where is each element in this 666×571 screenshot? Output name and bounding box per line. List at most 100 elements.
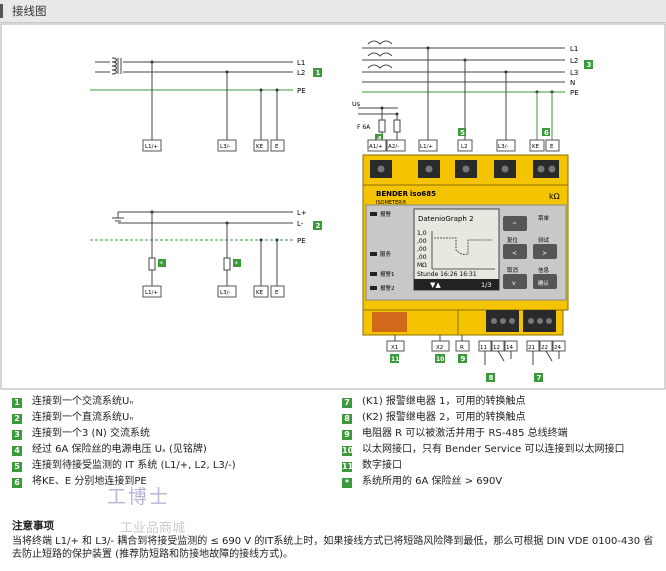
svg-text:*: *	[160, 260, 164, 268]
tp-line-l1: L1	[570, 45, 578, 53]
svg-text:1: 1	[316, 69, 321, 77]
dc-system: L+ L- PE 2 * * L1/+ L3/- KE E	[90, 209, 322, 298]
side-label-alarm2: 报警2	[380, 284, 395, 292]
diagram-frame	[0, 23, 666, 390]
dc-line-lminus: L-	[297, 220, 304, 228]
svg-text:>: >	[542, 250, 547, 257]
svg-text:8: 8	[489, 374, 494, 382]
device-unit: kΩ	[549, 192, 560, 201]
fuse-star-marker	[158, 259, 166, 267]
ac-line-l1: L1	[297, 59, 305, 67]
ac-term-l3: L3/-	[220, 144, 230, 150]
tp-line-l3: L3	[570, 69, 578, 77]
svg-text:22: 22	[541, 345, 548, 351]
tp-line-n: N	[570, 79, 575, 87]
svg-text:确认: 确认	[538, 279, 550, 287]
lcd-time-axis: Stunde 16:26 16:31	[417, 271, 477, 278]
svg-text:10: 10	[436, 356, 444, 363]
section-header: 接线图	[0, 0, 666, 23]
dc-line-lplus: L+	[297, 209, 307, 217]
svg-text:21: 21	[528, 345, 535, 351]
svg-text:^: ^	[512, 222, 517, 229]
marker-9	[458, 354, 467, 363]
legend-item: 8(K2) 报警继电器 2，可用的转换触点	[342, 412, 525, 424]
svg-text:7: 7	[537, 374, 542, 382]
tp-line-l2: L2	[570, 57, 578, 65]
btn-label-cancel: 取消	[507, 266, 519, 274]
iso685-device: BENDER iso685 ISOMETER® kΩ 报警 服务 报警1 报警2…	[362, 154, 569, 382]
marker-2	[313, 221, 322, 230]
device-model: iso685	[410, 190, 436, 198]
test-button[interactable]	[533, 244, 557, 259]
svg-text:12: 12	[493, 345, 500, 351]
marker-3	[584, 60, 593, 69]
ac-term-e: E	[275, 144, 279, 150]
wiring-diagram: L1 L2 PE 1 L1/+ L3/- KE E L+ L- PE 2 *	[0, 23, 666, 390]
dc-term-l1: L1/+	[145, 290, 158, 296]
device-brand: BENDER	[376, 190, 409, 198]
note-section: 注意事项 当将终端 L1/+ 和 L3/- 耦合到将接受监测的 ≤ 690 V …	[12, 520, 660, 561]
device-series: ISOMETER®	[376, 199, 407, 206]
ac-term-ke: KE	[256, 144, 264, 150]
ac-system: L1 L2 PE 1 L1/+ L3/- KE E	[90, 57, 322, 152]
dev-term-l3: L3/-	[498, 144, 508, 150]
marker-8	[486, 373, 495, 382]
three-phase-system: L1 L2 L3 N PE 3 Us F 6A 4 5 6 A1/+ A2/- …	[352, 40, 593, 152]
cancel-button[interactable]	[503, 274, 527, 289]
lcd-page: 1/3	[481, 281, 491, 289]
btn-label-test: 测试	[538, 236, 550, 244]
svg-text:<: <	[512, 250, 517, 257]
ac-term-l1: L1/+	[145, 144, 158, 150]
dc-term-e: E	[275, 290, 279, 296]
side-label-alarm1: 报警1	[380, 270, 395, 278]
legend-item: *系统所用的 6A 保险丝 > 690V	[342, 476, 502, 488]
marker-1	[313, 68, 322, 77]
note-title: 注意事项	[12, 520, 54, 532]
marker-4	[375, 134, 383, 142]
lcd-title: DatenioGraph 2	[418, 215, 474, 223]
ac-line-l2: L2	[297, 69, 305, 77]
tp-line-pe: PE	[570, 89, 579, 97]
svg-text:*: *	[235, 260, 239, 268]
btn-label-menu: 菜单	[538, 214, 550, 222]
ac-line-pe: PE	[297, 87, 306, 95]
watermark-subtitle: 工业品商城	[120, 521, 186, 536]
marker-7	[534, 373, 543, 382]
marker-6	[542, 128, 550, 136]
info-button[interactable]	[533, 274, 557, 289]
lcd-axis-1: ,00	[417, 238, 427, 245]
marker-10	[435, 354, 445, 363]
side-label-service: 服务	[380, 250, 392, 258]
svg-text:11: 11	[391, 356, 399, 363]
menu-button[interactable]	[503, 216, 527, 231]
svg-text:3: 3	[587, 61, 592, 69]
lcd-axis-4: MΩ	[417, 262, 427, 269]
lcd-axis-3: ,00	[417, 254, 427, 261]
dev-term-a1: A1/+	[369, 144, 383, 150]
reset-button[interactable]	[503, 244, 527, 259]
dev-term-l1: L1/+	[420, 144, 433, 150]
dev-term-l2: L2	[461, 144, 468, 150]
lcd-axis-0: 1,0	[417, 230, 427, 237]
svg-text:5: 5	[460, 129, 465, 137]
btn-label-info: 信息	[538, 266, 550, 274]
header-marker	[0, 4, 3, 18]
svg-text:2: 2	[316, 222, 321, 230]
watermark-logo-text: 工博士	[107, 486, 171, 508]
dev-term-e: E	[550, 144, 554, 150]
legend-item: 7(K1) 报警继电器 1，可用的转换触点	[342, 396, 525, 408]
svg-text:24: 24	[554, 345, 561, 351]
dc-term-l3: L3/-	[220, 290, 230, 296]
svg-text:14: 14	[506, 345, 513, 351]
note-body: 当将终端 L1/+ 和 L3/- 耦合到将接受监测的 ≤ 690 V 的IT系统…	[12, 536, 654, 560]
port-x1: X1	[391, 345, 398, 351]
supply-us-label: Us	[352, 100, 361, 108]
svg-text:4: 4	[377, 135, 382, 143]
